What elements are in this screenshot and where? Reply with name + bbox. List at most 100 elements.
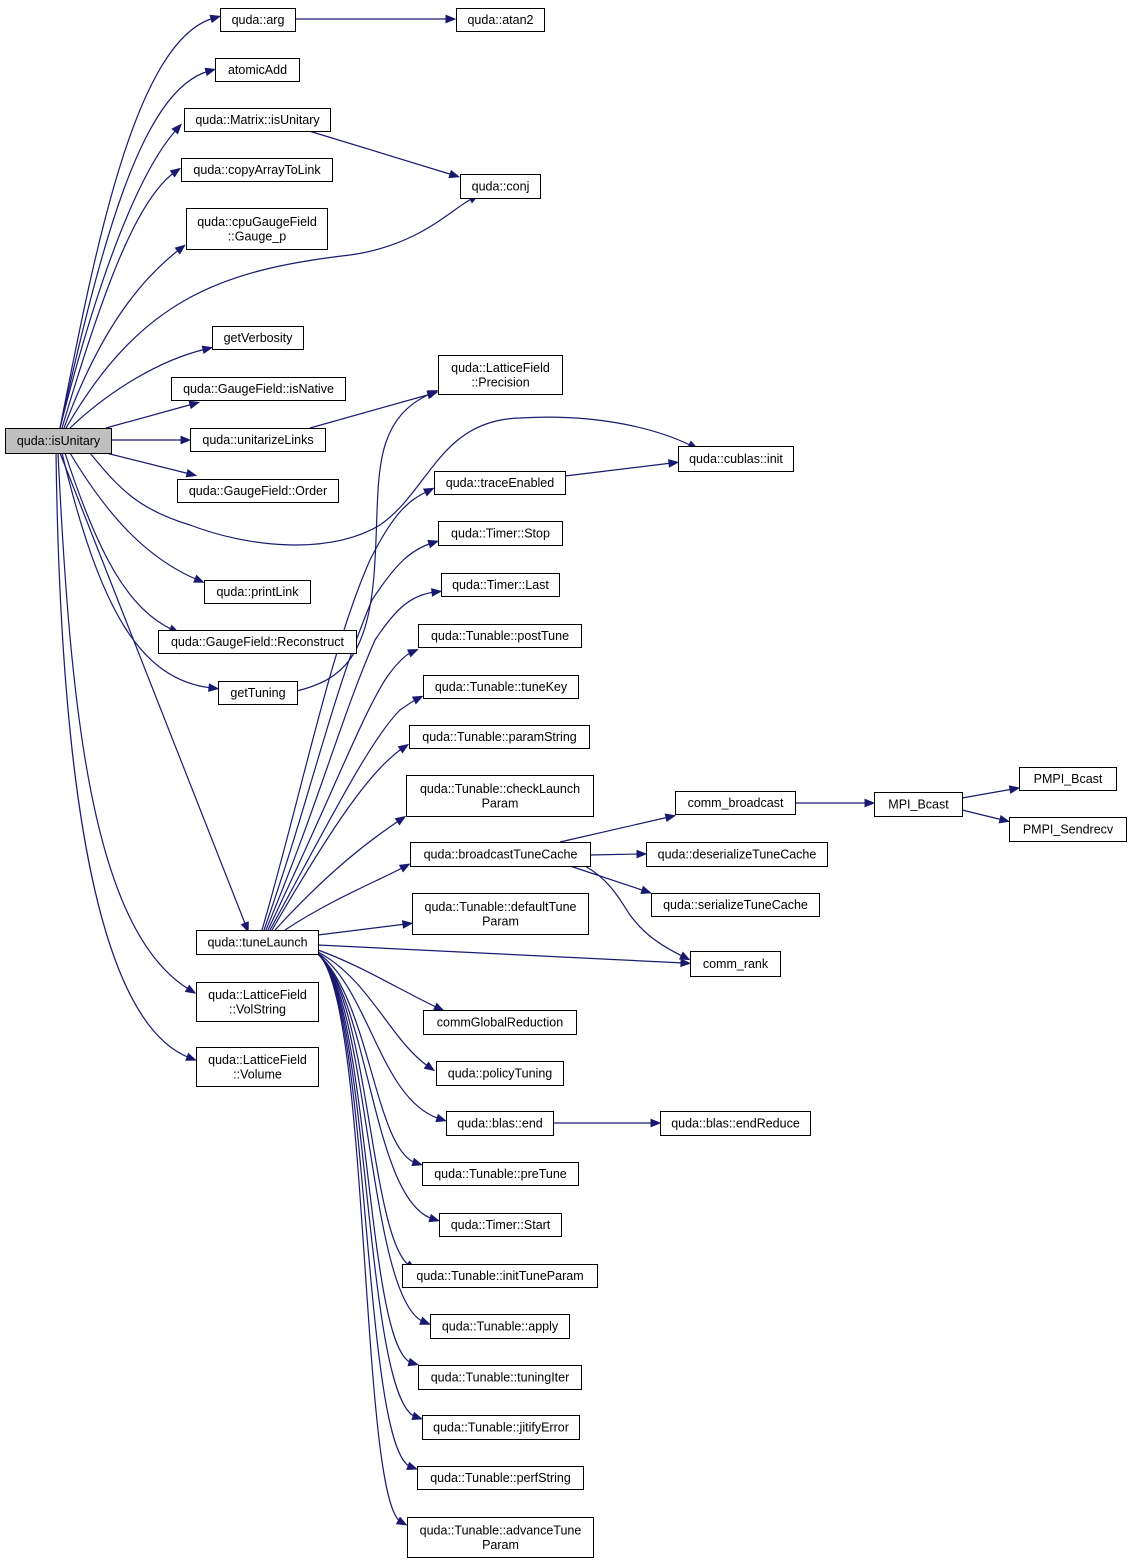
edge-tuneLaunch-to-timerStart-arrowhead	[428, 1213, 441, 1223]
edge-isUnitary-to-atomicAdd-line	[59, 70, 210, 429]
node-label: quda::blas::endReduce	[671, 1117, 800, 1131]
node-box	[220, 8, 296, 32]
node-mpiBcast[interactable]: MPI_Bcast	[874, 792, 963, 817]
edge-isUnitary-to-copyArrayToLink-line	[61, 171, 176, 429]
node-commRank[interactable]: comm_rank	[690, 951, 781, 977]
node-box	[675, 791, 796, 815]
node-tuningIter[interactable]: quda::Tunable::tuningIter	[418, 1365, 582, 1390]
node-conj[interactable]: quda::conj	[460, 174, 541, 199]
node-box	[412, 893, 589, 935]
node-precision[interactable]: quda::LatticeField::Precision	[438, 355, 563, 395]
node-jitifyError[interactable]: quda::Tunable::jitifyError	[422, 1415, 580, 1440]
node-label: quda::Tunable::jitifyError	[433, 1421, 569, 1435]
edge-tuneLaunch-to-paramString	[271, 743, 410, 931]
node-matrixIsUnitary[interactable]: quda::Matrix::isUnitary	[184, 108, 331, 132]
node-tuneLaunch[interactable]: quda::tuneLaunch	[196, 930, 319, 955]
edge-tuneLaunch-to-timerLast	[265, 588, 443, 931]
edge-isUnitary-to-conj-line	[65, 197, 474, 429]
edge-broadcastTuneCache-to-commRank	[584, 865, 691, 961]
edge-broadcastTuneCache-to-deserializeTuneCache	[589, 849, 648, 859]
node-arg[interactable]: quda::arg	[220, 8, 296, 32]
node-preTune[interactable]: quda::Tunable::preTune	[422, 1162, 579, 1186]
node-volString[interactable]: quda::LatticeField::VolString	[196, 982, 319, 1022]
node-atan2[interactable]: quda::atan2	[456, 8, 545, 32]
node-box	[171, 377, 346, 401]
node-tuneKey[interactable]: quda::Tunable::tuneKey	[423, 675, 579, 699]
edge-tuneLaunch-to-defaultTuneParam-arrowhead	[401, 920, 414, 929]
node-postTune[interactable]: quda::Tunable::postTune	[418, 624, 582, 648]
node-traceEnabled[interactable]: quda::traceEnabled	[434, 471, 566, 495]
node-label: quda::atan2	[467, 13, 533, 27]
node-deserializeTuneCache[interactable]: quda::deserializeTuneCache	[646, 842, 828, 867]
node-broadcastTuneCache[interactable]: quda::broadcastTuneCache	[410, 842, 591, 867]
edge-tuneLaunch-to-postTune-line	[267, 651, 413, 931]
node-label: quda::traceEnabled	[446, 476, 554, 490]
node-volume[interactable]: quda::LatticeField::Volume	[196, 1047, 319, 1087]
node-timerStart[interactable]: quda::Timer::Start	[439, 1213, 562, 1237]
edge-broadcastTuneCache-to-deserializeTuneCache-line	[589, 853, 641, 856]
node-pmpiSendrecv[interactable]: PMPI_Sendrecv	[1009, 817, 1127, 842]
node-gaugeP[interactable]: quda::cpuGaugeField::Gauge_p	[186, 208, 328, 250]
node-isUnitary[interactable]: quda::isUnitary	[5, 428, 112, 454]
node-box	[874, 792, 963, 817]
edge-tuneLaunch-to-tuningIter-line	[317, 953, 413, 1364]
node-isNative[interactable]: quda::GaugeField::isNative	[171, 377, 346, 401]
node-printLink[interactable]: quda::printLink	[204, 580, 311, 604]
node-box	[218, 681, 298, 705]
node-label: quda::Timer::Last	[452, 578, 549, 592]
node-label: quda::cpuGaugeField	[197, 215, 317, 229]
node-box	[190, 428, 326, 452]
edge-tuneLaunch-to-postTune	[267, 649, 419, 931]
edge-broadcastTuneCache-to-serializeTuneCache	[569, 865, 652, 895]
node-label: Param	[482, 796, 519, 810]
node-commBroadcast[interactable]: comm_broadcast	[675, 791, 796, 815]
edge-tuneLaunch-to-broadcastTuneCache	[284, 863, 411, 931]
node-timerStop[interactable]: quda::Timer::Stop	[438, 521, 563, 546]
edge-mpiBcast-to-pmpiBcast-line	[961, 788, 1014, 799]
node-box	[417, 1466, 584, 1490]
edge-mpiBcast-to-pmpiBcast	[961, 785, 1021, 799]
edge-blasEnd-to-endReduce	[553, 1118, 662, 1128]
node-order[interactable]: quda::GaugeField::Order	[177, 479, 339, 503]
edge-tuneLaunch-to-defaultTuneParam	[317, 920, 414, 936]
node-label: quda::Tunable::preTune	[434, 1167, 567, 1181]
node-atomicAdd[interactable]: atomicAdd	[215, 58, 300, 82]
node-box	[196, 982, 319, 1022]
node-serializeTuneCache[interactable]: quda::serializeTuneCache	[651, 893, 820, 917]
edge-isUnitary-to-reconstruct-line	[64, 452, 174, 631]
edge-tuneLaunch-to-policyTuning	[317, 951, 436, 1072]
node-timerLast[interactable]: quda::Timer::Last	[441, 573, 560, 597]
node-box	[1019, 767, 1117, 791]
node-blasEnd[interactable]: quda::blas::end	[446, 1111, 554, 1136]
edge-tuneLaunch-to-perfString-line	[317, 953, 412, 1468]
node-copyArrayToLink[interactable]: quda::copyArrayToLink	[181, 158, 333, 182]
node-paramString[interactable]: quda::Tunable::paramString	[409, 725, 590, 749]
node-perfString[interactable]: quda::Tunable::perfString	[417, 1466, 584, 1490]
node-commGlobalReduction[interactable]: commGlobalReduction	[423, 1010, 577, 1035]
node-cublasInit[interactable]: quda::cublas::init	[678, 446, 794, 472]
edge-matrixIsUnitary-to-conj-arrowhead	[448, 169, 461, 179]
node-reconstruct[interactable]: quda::GaugeField::Reconstruct	[158, 630, 357, 654]
edge-tuneLaunch-to-tuneKey-line	[269, 698, 418, 931]
edge-tuneLaunch-to-perfString	[317, 953, 418, 1470]
node-box	[181, 158, 333, 182]
edge-tuneLaunch-to-policyTuning-arrowhead	[423, 1061, 436, 1072]
edge-isUnitary-to-reconstruct	[64, 452, 180, 634]
node-initTuneParam[interactable]: quda::Tunable::initTuneParam	[402, 1264, 598, 1288]
node-box	[177, 479, 339, 503]
node-pmpiBcast[interactable]: PMPI_Bcast	[1019, 767, 1117, 791]
node-label: getVerbosity	[224, 331, 294, 345]
edge-tuneLaunch-to-advanceTuneParam-arrowhead	[395, 1516, 408, 1526]
node-getVerbosity[interactable]: getVerbosity	[212, 326, 304, 350]
node-apply[interactable]: quda::Tunable::apply	[430, 1314, 570, 1339]
edge-isUnitary-to-getTuning	[61, 452, 220, 692]
edge-commBroadcast-to-mpiBcast-arrowhead	[864, 798, 876, 808]
node-policyTuning[interactable]: quda::policyTuning	[436, 1061, 564, 1086]
node-endReduce[interactable]: quda::blas::endReduce	[660, 1111, 811, 1136]
edge-tuneLaunch-to-tuningIter-arrowhead	[407, 1357, 420, 1367]
node-getTuning[interactable]: getTuning	[218, 681, 298, 705]
node-unitarizeLinks[interactable]: quda::unitarizeLinks	[190, 428, 326, 452]
